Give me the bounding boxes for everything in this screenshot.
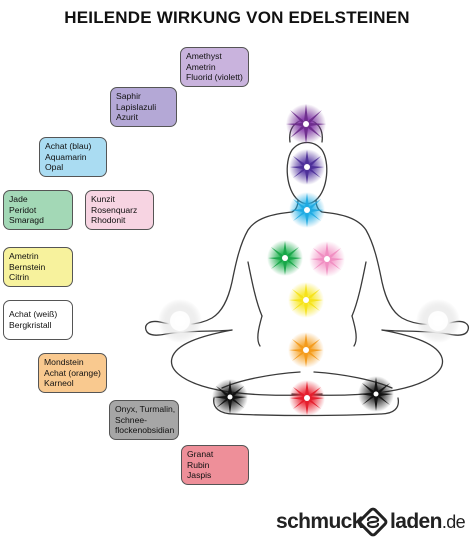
chakra-crown-icon <box>286 104 326 144</box>
gem-box-hands: Achat (weiß) Bergkristall <box>3 300 73 340</box>
gem-label: Peridot <box>9 204 37 215</box>
gem-label: Rubin <box>187 459 210 470</box>
gem-label: Ametrin <box>186 61 216 72</box>
logo-text-left: schmuck <box>276 510 363 533</box>
chakra-third-eye-icon <box>289 149 325 185</box>
chakra-solar-plexus-icon <box>288 282 324 318</box>
gem-label: Rosenquarz <box>91 204 138 215</box>
chakra-foot-left-icon <box>212 379 248 415</box>
logo-badge-icon <box>358 507 388 537</box>
gem-label: Bernstein <box>9 261 46 272</box>
gem-box-crown: Amethyst Ametrin Fluorid (violett) <box>180 47 249 87</box>
chakra-root-icon <box>289 380 325 416</box>
logo-domain-suffix: .de <box>441 512 466 532</box>
gem-label: Amethyst <box>186 51 222 61</box>
gem-box-throat: Achat (blau) Aquamarin Opal <box>39 137 107 177</box>
gem-box-third-eye: Saphir Lapislazuli Azurit <box>110 87 177 127</box>
gem-label: Achat (weiß) <box>9 309 58 319</box>
page-title: HEILENDE WIRKUNG VON EDELSTEINEN <box>64 8 410 27</box>
chakra-heart-icon <box>267 240 303 276</box>
gem-label: Schnee- <box>115 414 148 425</box>
gem-label: Achat (blau) <box>45 141 92 151</box>
gem-box-sacral: Mondstein Achat (orange) Karneol <box>38 353 107 393</box>
gem-label: Karneol <box>44 378 74 388</box>
chakra-hand-right-icon <box>416 299 460 343</box>
gem-box-solar-plexus: Ametrin Bernstein Citrin <box>3 247 73 287</box>
gem-label: Aquamarin <box>45 151 87 162</box>
gem-label: Saphir <box>116 91 141 101</box>
gem-label: Jaspis <box>187 470 212 480</box>
gem-label: Achat (orange) <box>44 367 101 378</box>
gem-label: Onyx, Turmalin, <box>115 404 176 414</box>
gem-label: Smaragd <box>9 215 44 225</box>
gem-label: flockenobsidian <box>115 425 175 435</box>
gem-label: Granat <box>187 449 214 459</box>
gem-label: Ametrin <box>9 251 39 261</box>
chakra-hand-left-icon <box>158 299 202 343</box>
gem-label: Mondstein <box>44 357 84 367</box>
gem-box-feet: Onyx, Turmalin, Schnee- flockenobsidian <box>109 400 179 440</box>
gem-box-heart-pink: Kunzit Rosenquarz Rhodonit <box>85 190 154 230</box>
gem-box-root: Granat Rubin Jaspis <box>181 445 249 485</box>
gem-label: Fluorid (violett) <box>186 72 243 82</box>
gem-label: Kunzit <box>91 194 115 204</box>
logo-text-right: laden.de <box>390 510 466 534</box>
gem-label: Opal <box>45 162 64 172</box>
gem-label: Bergkristall <box>9 319 52 330</box>
chakra-throat-icon <box>289 192 325 228</box>
gem-label: Citrin <box>9 272 30 282</box>
gem-label: Jade <box>9 194 28 204</box>
chakra-heart-pink-icon <box>309 241 345 277</box>
gem-label: Azurit <box>116 112 138 122</box>
gem-label: Rhodonit <box>91 215 126 225</box>
chakra-foot-right-icon <box>358 376 394 412</box>
gem-box-heart: Jade Peridot Smaragd <box>3 190 73 230</box>
chakra-sacral-icon <box>288 332 324 368</box>
gem-label: Lapislazuli <box>116 101 157 112</box>
logo-text-right-main: laden <box>390 510 442 533</box>
